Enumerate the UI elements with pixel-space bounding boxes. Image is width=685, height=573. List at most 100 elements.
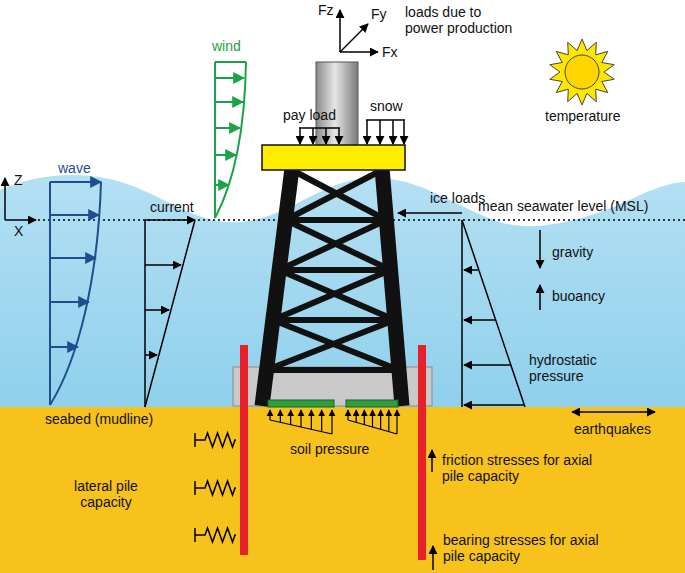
wind-profile <box>215 154 236 156</box>
lateral-springs <box>195 433 236 447</box>
wave-profile <box>50 182 101 405</box>
power-load-axes <box>339 10 341 52</box>
load-label: buoancy <box>552 288 605 304</box>
capacity-label: lateral pile capacity <box>62 478 150 510</box>
pay-load-arrows <box>299 127 340 129</box>
jacket-structure <box>286 217 387 223</box>
wind-profile <box>215 127 240 129</box>
current-profile <box>145 264 181 266</box>
jacket-structure <box>267 320 395 370</box>
lateral-springs <box>195 528 236 542</box>
soil-pressure-arrows <box>270 410 397 434</box>
snow-arrows <box>366 120 405 144</box>
coordinate-axes <box>5 219 36 221</box>
soil-pressure-arrows <box>347 410 348 420</box>
soil-pressure-arrows <box>331 410 332 434</box>
load-label: loads due to power production <box>405 4 523 36</box>
load-label: hydrostatic pressure <box>529 352 619 384</box>
hydrostatic-profile <box>464 269 479 271</box>
soil-pressure-arrows <box>321 410 322 432</box>
hydrostatic-profile <box>462 220 525 407</box>
snow-arrows <box>366 119 405 121</box>
pile <box>418 345 426 560</box>
earthquake-arrow <box>572 411 655 413</box>
pile <box>240 345 248 555</box>
wave-profile <box>50 257 96 259</box>
pay-load-arrows <box>338 128 340 144</box>
wind-profile <box>214 62 216 218</box>
wave-profile <box>50 301 89 303</box>
sea-water <box>0 175 685 407</box>
jacket-structure <box>273 270 391 320</box>
snow-arrows <box>366 120 368 144</box>
ice-load-arrow <box>398 212 462 214</box>
tower <box>316 62 358 146</box>
capacity-label: friction stresses for axial pile capacit… <box>442 452 612 484</box>
current-profile <box>145 219 195 221</box>
load-label: wind <box>212 38 241 54</box>
jacket-structure <box>279 220 386 270</box>
msl-line <box>28 219 685 221</box>
current-profile <box>145 220 195 407</box>
load-label: temperature <box>545 108 620 124</box>
soil-pressure-arrows <box>372 410 373 427</box>
jacket-structure <box>267 367 400 373</box>
pay-load-arrows <box>299 128 340 144</box>
level-label: mean seawater level (MSL) <box>478 198 648 214</box>
lateral-springs <box>195 481 236 495</box>
power-load-axes <box>340 51 378 53</box>
buoyancy-arrow <box>539 285 541 310</box>
capacity-label: bearing stresses for axial pile capacity <box>443 532 613 564</box>
load-label: snow <box>370 98 403 114</box>
sun-symbol <box>550 39 614 105</box>
current-profile <box>145 354 157 356</box>
gravity-arrow <box>539 230 541 268</box>
jacket-structure <box>286 170 382 220</box>
wave-profile <box>50 214 99 216</box>
coordinate-axes <box>4 178 6 220</box>
current-profile <box>144 220 146 407</box>
soil-pressure-arrows <box>380 410 381 429</box>
load-label: soil pressure <box>290 441 369 457</box>
load-label: earthquakes <box>574 421 651 437</box>
wind-profile <box>215 61 246 63</box>
topside-deck <box>262 145 405 170</box>
current-profile <box>145 220 195 407</box>
wind-profile <box>215 101 243 103</box>
hydrostatic-profile <box>464 319 496 321</box>
soil-pressure-arrows <box>280 410 281 422</box>
pay-load-arrows <box>299 128 301 144</box>
pay-load-arrows <box>312 128 314 144</box>
power-load-axes <box>340 24 368 52</box>
snow-arrows <box>379 120 381 144</box>
hydrostatic-profile <box>462 220 525 407</box>
sun-symbol <box>550 39 614 105</box>
hydrostatic-profile <box>464 404 524 406</box>
force-axis-label: Fx <box>382 44 398 60</box>
jacket-structure <box>262 168 402 406</box>
hydrostatic-profile <box>464 364 511 366</box>
axis-label: X <box>14 223 23 239</box>
jacket-structure <box>273 317 395 323</box>
lateral-springs <box>195 433 236 542</box>
wind-profile <box>215 77 244 79</box>
load-label: pay load <box>283 107 336 123</box>
snow-arrows <box>403 120 405 144</box>
load-label: gravity <box>552 244 593 260</box>
wave-profile <box>50 182 101 405</box>
load-label: ice loads <box>430 190 485 206</box>
soil-pressure-arrows <box>269 410 270 420</box>
soil-pressure-arrows <box>364 410 365 425</box>
wind-profile <box>215 184 229 186</box>
mudmat-pad <box>268 400 334 407</box>
friction-arrow <box>431 450 433 472</box>
force-axis-label: Fz <box>318 2 334 18</box>
sun-symbol <box>565 55 599 89</box>
pay-load-arrows <box>325 128 327 144</box>
soil-pressure-arrows <box>388 410 389 432</box>
force-axis-label: Fy <box>371 6 387 22</box>
seabed-soil <box>0 407 685 573</box>
current-profile <box>145 309 169 311</box>
